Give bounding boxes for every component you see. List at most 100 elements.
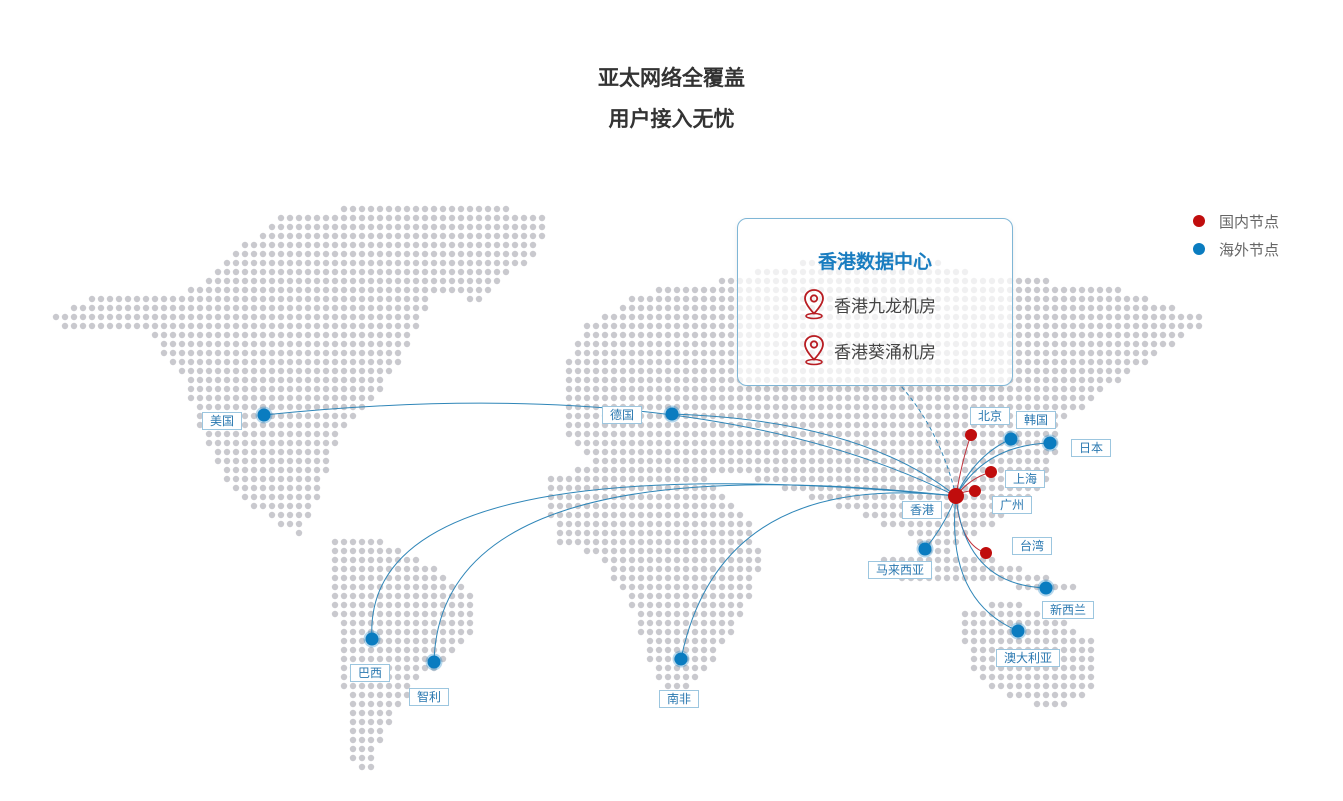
map-dot (1060, 403, 1068, 411)
map-dot (844, 385, 852, 393)
map-dot (313, 358, 321, 366)
overseas-node-marker[interactable] (427, 655, 441, 669)
overseas-node-marker[interactable] (1043, 436, 1057, 450)
map-dot (268, 304, 276, 312)
map-dot (988, 664, 996, 672)
map-dot (385, 601, 393, 609)
map-dot (853, 448, 861, 456)
map-dot (592, 349, 600, 357)
map-dot (268, 277, 276, 285)
map-dot (970, 394, 978, 402)
map-dot (673, 475, 681, 483)
map-dot (1078, 340, 1086, 348)
map-dot (349, 637, 357, 645)
map-dot (664, 466, 672, 474)
map-dot (691, 466, 699, 474)
map-dot (286, 250, 294, 258)
map-dot (637, 376, 645, 384)
map-dot (115, 295, 123, 303)
map-dot (196, 340, 204, 348)
domestic-node-marker[interactable] (980, 547, 992, 559)
overseas-node-marker[interactable] (257, 408, 271, 422)
map-dot (1069, 655, 1077, 663)
map-dot (970, 628, 978, 636)
map-dot (736, 583, 744, 591)
map-dot (385, 331, 393, 339)
map-dot (754, 475, 762, 483)
map-dot (106, 295, 114, 303)
map-dot (124, 322, 132, 330)
domestic-node-marker[interactable] (969, 485, 981, 497)
map-dot (1051, 331, 1059, 339)
map-dot (277, 502, 285, 510)
map-dot (340, 331, 348, 339)
map-dot (790, 484, 798, 492)
map-dot (592, 475, 600, 483)
map-dot (349, 376, 357, 384)
map-dot (700, 619, 708, 627)
overseas-node-marker[interactable] (1039, 581, 1053, 595)
map-dot (457, 205, 465, 213)
map-dot (592, 457, 600, 465)
hub-node-marker[interactable] (948, 488, 964, 504)
map-dot (403, 619, 411, 627)
map-dot (232, 286, 240, 294)
map-dot (394, 556, 402, 564)
map-dot (1069, 403, 1077, 411)
map-dot (1078, 637, 1086, 645)
map-dot (889, 511, 897, 519)
domestic-node-marker[interactable] (985, 466, 997, 478)
map-dot (340, 250, 348, 258)
overseas-node-marker[interactable] (665, 407, 679, 421)
map-dot (412, 610, 420, 618)
map-dot (844, 403, 852, 411)
map-dot (421, 664, 429, 672)
map-dot (358, 538, 366, 546)
overseas-node-marker[interactable] (1004, 432, 1018, 446)
map-dot (358, 700, 366, 708)
map-dot (304, 484, 312, 492)
map-dot (736, 610, 744, 618)
domestic-node-marker[interactable] (965, 429, 977, 441)
map-dot (934, 556, 942, 564)
overseas-node-marker[interactable] (674, 652, 688, 666)
map-dot (466, 601, 474, 609)
map-dot (754, 565, 762, 573)
map-dot (250, 430, 258, 438)
map-dot (214, 385, 222, 393)
map-dot (619, 475, 627, 483)
map-dot (889, 448, 897, 456)
map-dot (322, 439, 330, 447)
map-dot (1168, 340, 1176, 348)
map-dot (664, 394, 672, 402)
map-dot (952, 457, 960, 465)
overseas-node-marker[interactable] (918, 542, 932, 556)
overseas-node-marker[interactable] (365, 632, 379, 646)
map-dot (682, 403, 690, 411)
map-dot (295, 502, 303, 510)
map-dot (304, 250, 312, 258)
connection-line (954, 495, 1019, 632)
map-dot (1024, 322, 1032, 330)
map-dot (916, 466, 924, 474)
map-dot (664, 349, 672, 357)
map-dot (394, 277, 402, 285)
map-dot (88, 313, 96, 321)
map-dot (367, 646, 375, 654)
map-dot (952, 466, 960, 474)
map-dot (412, 565, 420, 573)
map-dot (295, 484, 303, 492)
map-dot (655, 286, 663, 294)
map-dot (970, 619, 978, 627)
map-dot (421, 574, 429, 582)
map-dot (313, 484, 321, 492)
map-dot (952, 403, 960, 411)
map-dot (682, 304, 690, 312)
map-dot (376, 268, 384, 276)
map-dot (853, 475, 861, 483)
map-dot (1024, 304, 1032, 312)
map-dot (250, 493, 258, 501)
map-dot (1069, 331, 1077, 339)
overseas-node-marker[interactable] (1011, 624, 1025, 638)
map-dot (628, 448, 636, 456)
